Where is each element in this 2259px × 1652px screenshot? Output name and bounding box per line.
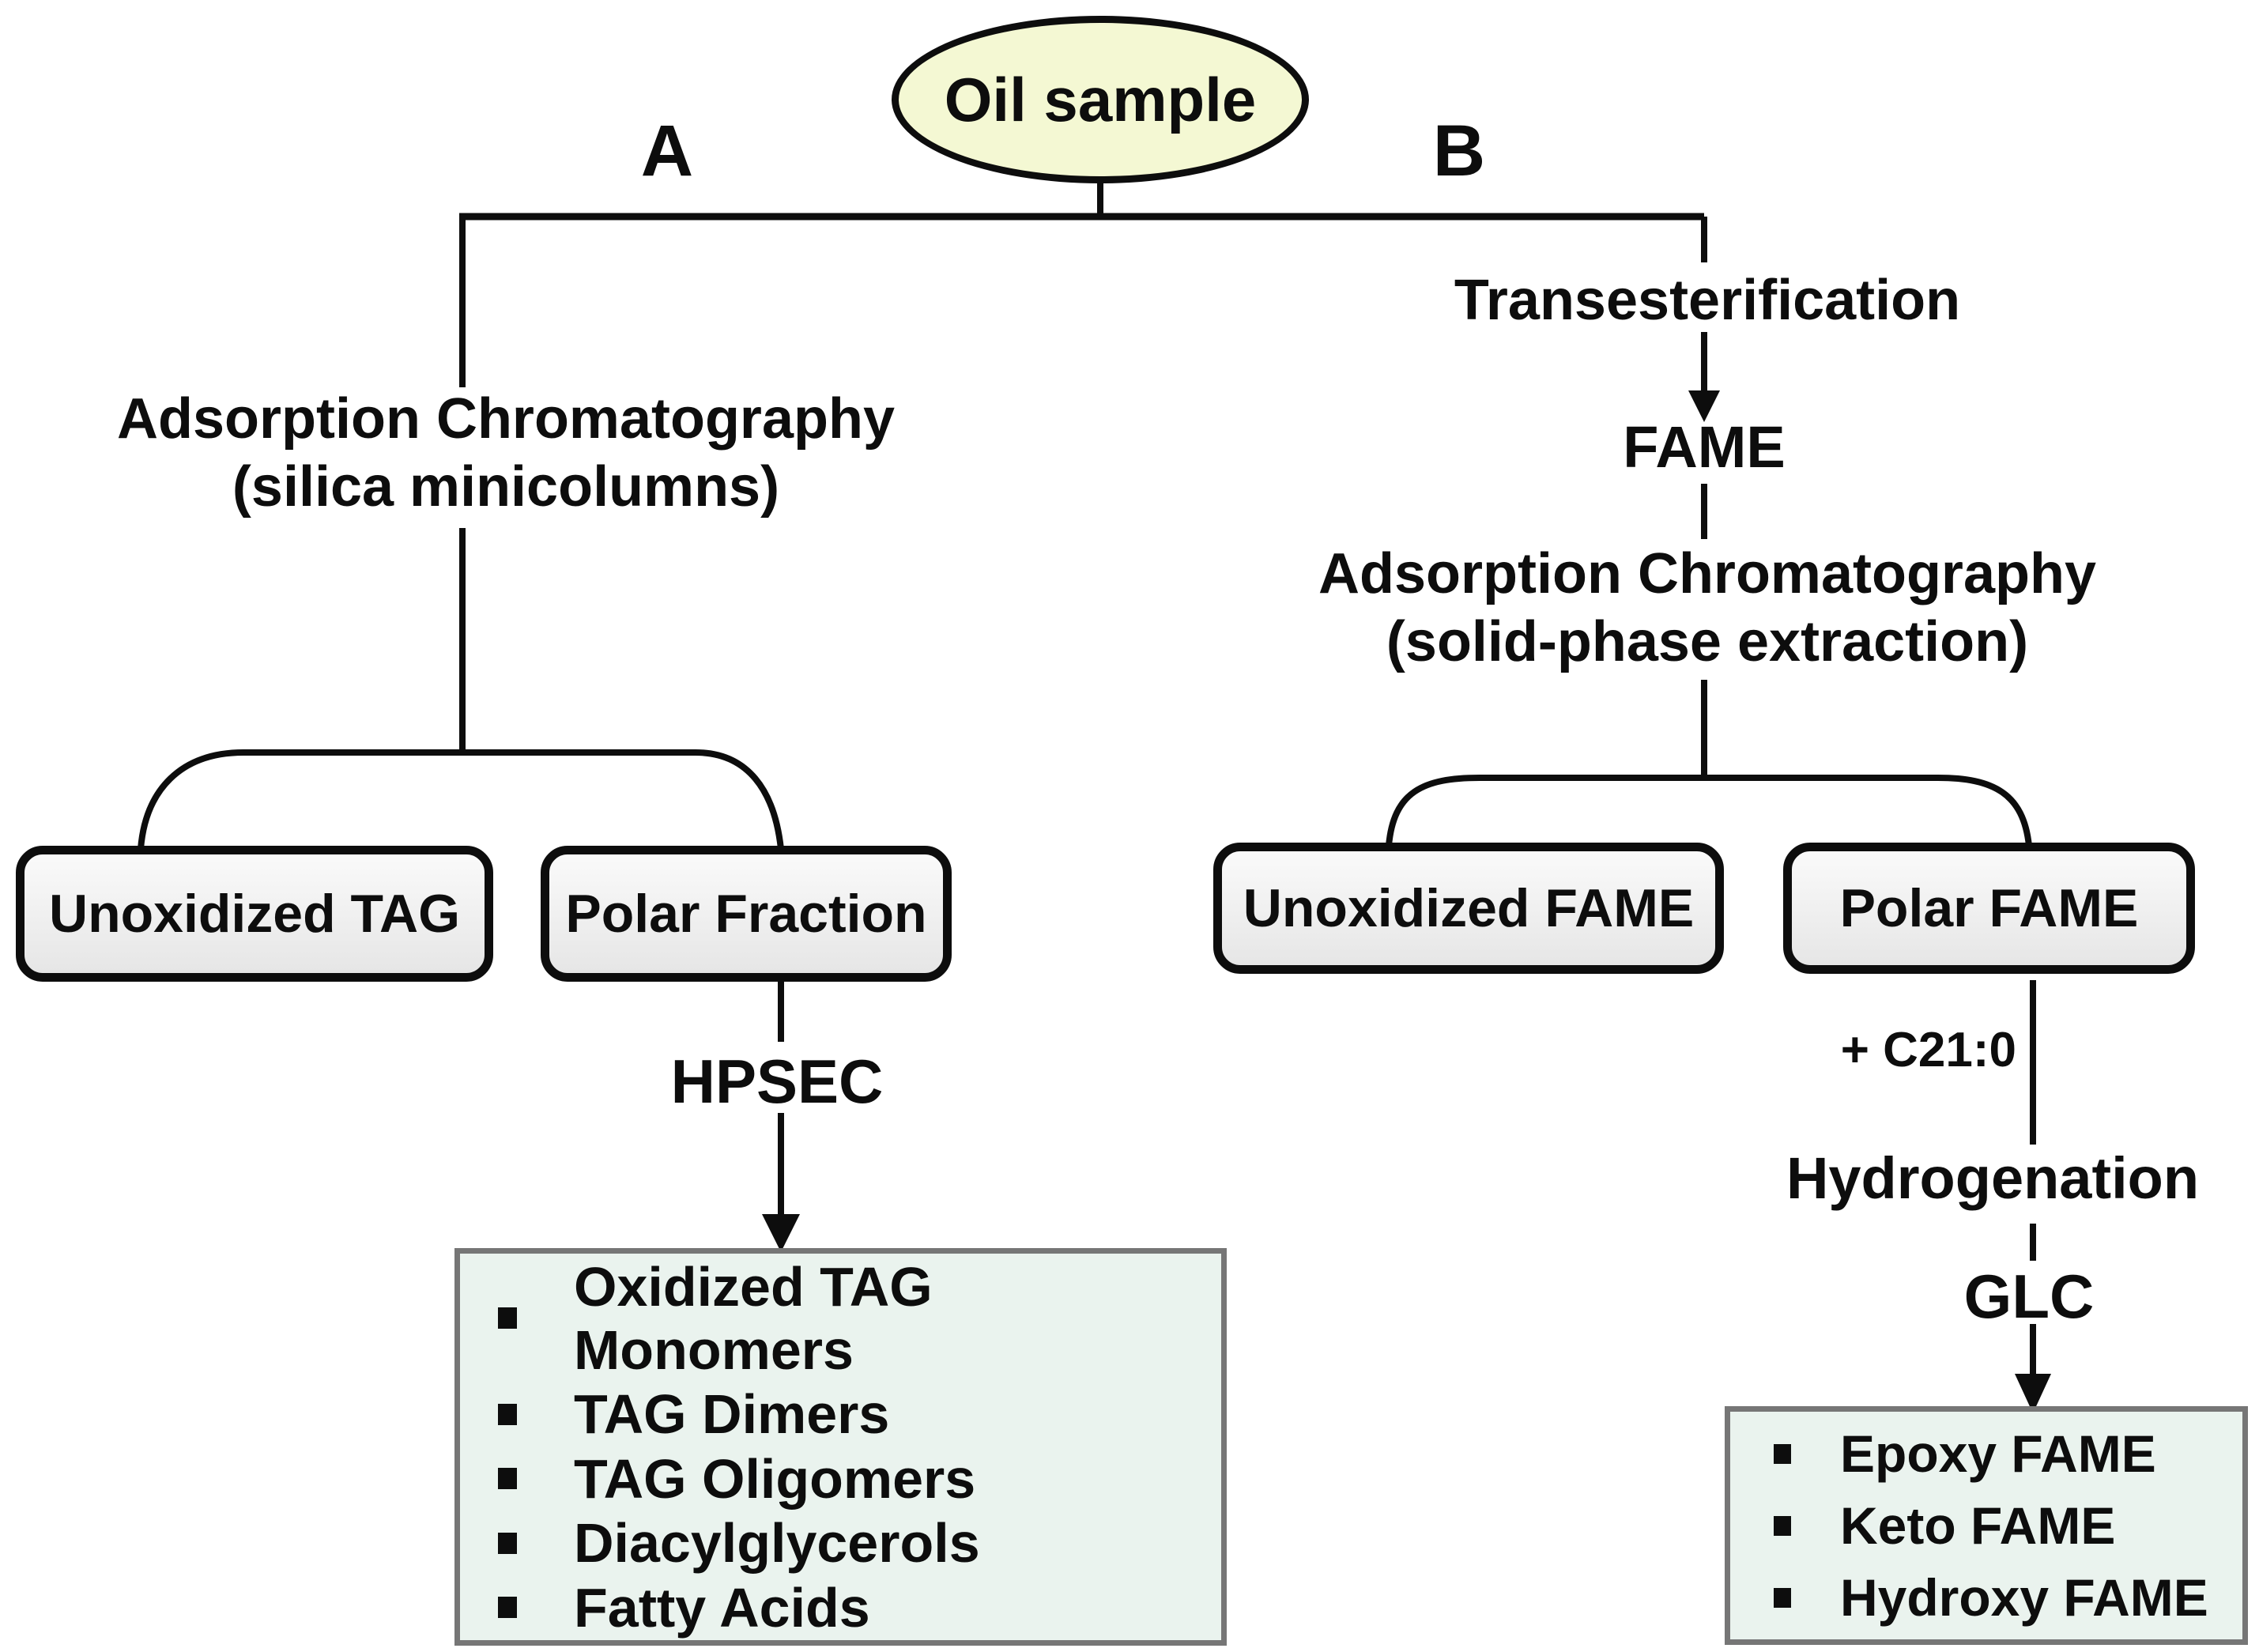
step-solid-phase-extraction: (solid-phase extraction) <box>1386 610 2029 673</box>
box-unoxidized-fame: Unoxidized FAME <box>1213 843 1724 974</box>
list-item-label: Fatty Acids <box>574 1576 870 1639</box>
arrowhead-down-icon <box>1688 390 1720 422</box>
branch-b-label: B <box>1432 111 1486 191</box>
list-item: Fatty Acids <box>460 1576 1221 1639</box>
step-transesterification: Transesterification <box>1454 269 1961 332</box>
list-item: TAG Oligomers <box>460 1447 1221 1511</box>
step-adsorption-chromatography-a: Adsorption Chromatography <box>117 387 895 451</box>
square-bullet-icon <box>1774 1443 1791 1464</box>
list-item-label: Oxidized TAG Monomers <box>574 1255 933 1381</box>
method-glc: GLC <box>1963 1262 2095 1331</box>
box-unoxidized-tag-label: Unoxidized TAG <box>48 884 461 944</box>
box-unoxidized-fame-label: Unoxidized FAME <box>1243 878 1695 938</box>
box-polar-fraction: Polar Fraction <box>541 846 952 982</box>
step-adsorption-chromatography-b: Adsorption Chromatography <box>1318 542 2096 605</box>
connector-a-split-bracket <box>138 749 784 850</box>
box-polar-fame: Polar FAME <box>1783 843 2195 974</box>
internal-standard-c21: + C21:0 <box>1840 1023 2016 1077</box>
box-polar-fraction-label: Polar Fraction <box>565 884 927 944</box>
square-bullet-icon <box>498 1307 517 1329</box>
box-unoxidized-tag: Unoxidized TAG <box>16 846 493 982</box>
method-hpsec: HPSEC <box>670 1047 884 1116</box>
list-item-label: TAG Oligomers <box>574 1447 976 1510</box>
result-box-polar-fraction-components: Oxidized TAG Monomers TAG Dimers TAG Oli… <box>454 1248 1227 1646</box>
root-node-oil-sample: Oil sample <box>892 16 1309 183</box>
step-hydrogenation: Hydrogenation <box>1786 1145 2200 1211</box>
box-polar-fame-label: Polar FAME <box>1839 878 2139 938</box>
list-item: Hydroxy FAME <box>1730 1567 2242 1627</box>
list-item: Diacylglycerols <box>460 1511 1221 1575</box>
step-silica-minicolumns: (silica minicolumns) <box>232 455 780 519</box>
square-bullet-icon <box>498 1468 517 1489</box>
square-bullet-icon <box>498 1597 517 1618</box>
list-item-label: Epoxy FAME <box>1840 1424 2156 1483</box>
connector-b-split-bracket <box>1386 775 2032 847</box>
list-item-label: Hydroxy FAME <box>1840 1568 2208 1627</box>
arrowhead-down-icon <box>2015 1374 2051 1413</box>
square-bullet-icon <box>498 1532 517 1554</box>
root-node-label: Oil sample <box>944 64 1257 134</box>
list-item: Oxidized TAG Monomers <box>460 1255 1221 1382</box>
square-bullet-icon <box>1774 1587 1791 1608</box>
list-item: TAG Dimers <box>460 1382 1221 1446</box>
node-fame: FAME <box>1623 414 1786 480</box>
square-bullet-icon <box>498 1403 517 1425</box>
list-item-label: TAG Dimers <box>574 1383 890 1445</box>
list-item-label: Keto FAME <box>1840 1496 2116 1555</box>
list-item-label: Diacylglycerols <box>574 1512 980 1574</box>
branch-a-label: A <box>640 111 694 191</box>
result-box-polar-fame-components: Epoxy FAME Keto FAME Hydroxy FAME <box>1725 1406 2248 1645</box>
list-item: Epoxy FAME <box>1730 1424 2242 1484</box>
arrowhead-down-icon <box>762 1214 800 1252</box>
square-bullet-icon <box>1774 1515 1791 1536</box>
list-item: Keto FAME <box>1730 1495 2242 1556</box>
